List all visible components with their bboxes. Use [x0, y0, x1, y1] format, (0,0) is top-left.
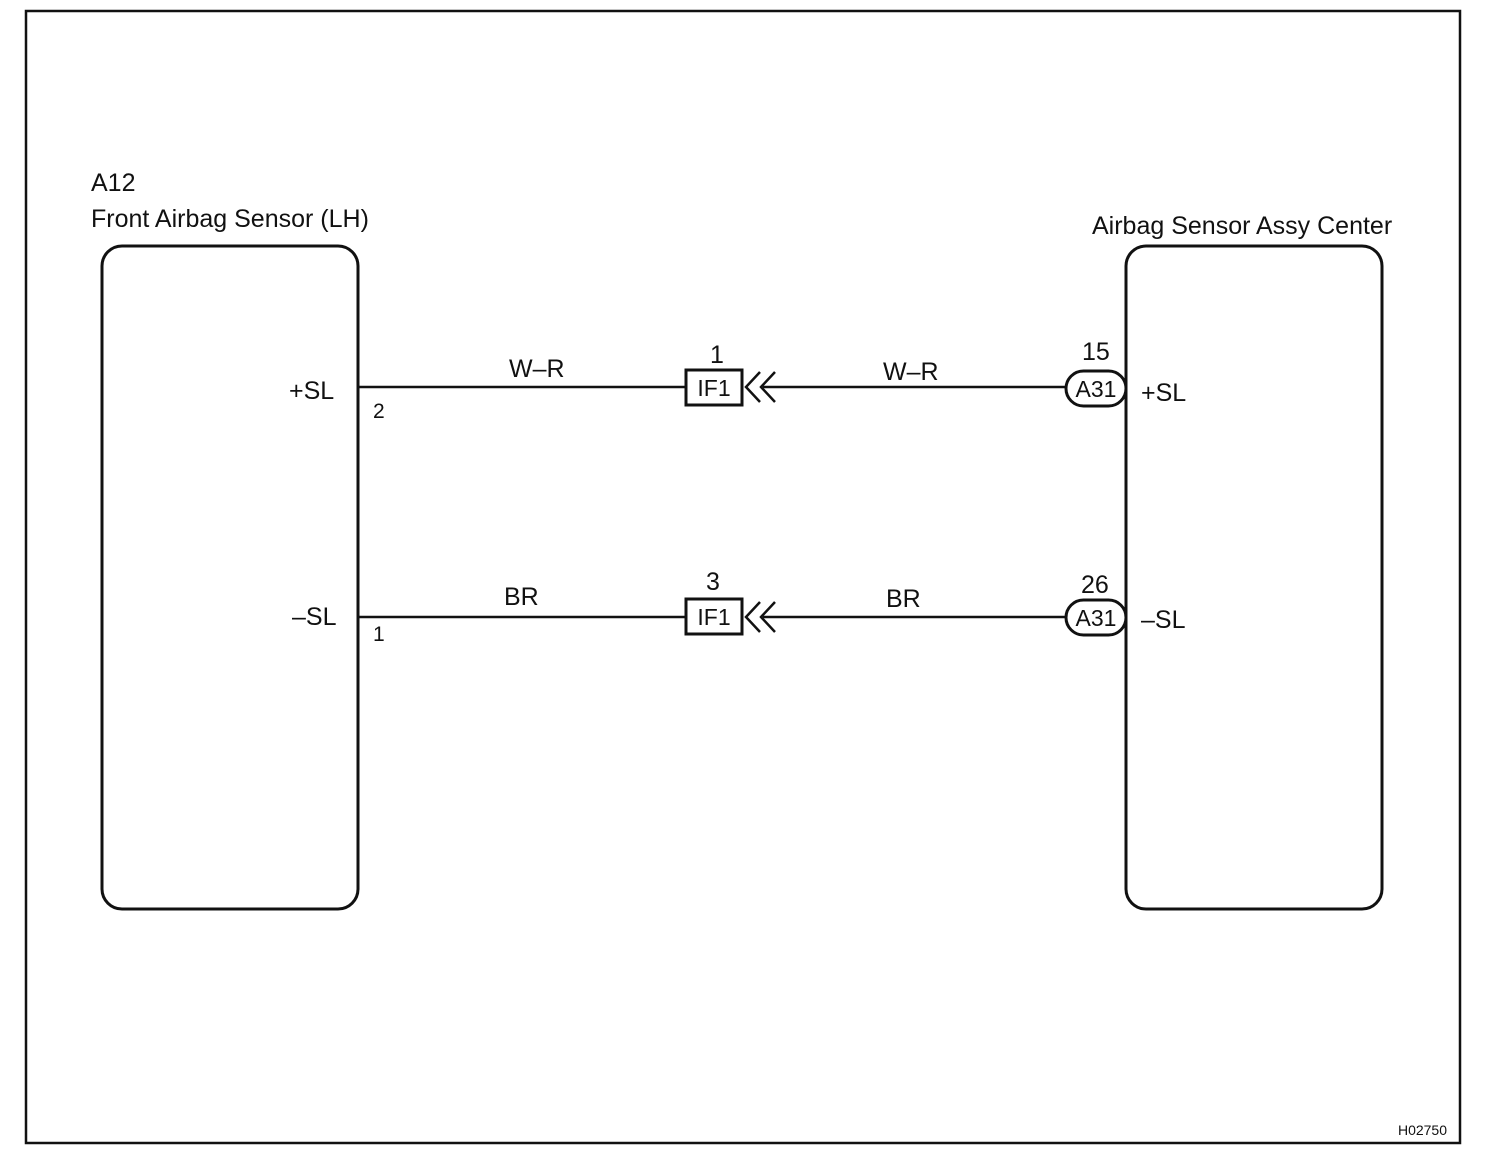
junction-connector-label: IF1 [697, 375, 730, 401]
left-terminal-label: +SL [289, 377, 334, 405]
left-wire-color: BR [504, 583, 539, 611]
left-component-code: A12 [91, 169, 135, 197]
right-wire-color: W–R [883, 358, 939, 386]
left-component-name: Front Airbag Sensor (LH) [91, 205, 369, 233]
junction-pin-number: 3 [706, 568, 720, 596]
figure-code: H02750 [1398, 1122, 1447, 1138]
circuit-negative-sl: –SL 1 BR 3 IF1 BR 26 A31 –SL [292, 568, 1186, 646]
left-component-box [100, 244, 360, 911]
diagram-frame [24, 9, 1462, 1145]
left-pin-number: 2 [373, 400, 385, 423]
right-connector-oval [1064, 369, 1128, 408]
circuit-positive-sl: +SL 2 W–R 1 IF1 W–R 15 A31 +SL [289, 338, 1186, 423]
junction-connector-box [684, 368, 744, 407]
junction-arrow-icon [744, 371, 776, 403]
junction-connector-label: IF1 [697, 604, 730, 630]
left-wire-color: W–R [509, 355, 565, 383]
right-component-box [1124, 244, 1384, 911]
right-wire-color: BR [886, 585, 921, 613]
junction-arrow-icon [744, 601, 776, 633]
right-connector-label: A31 [1076, 376, 1117, 402]
left-pin-number: 1 [373, 623, 385, 646]
right-pin-number: 26 [1081, 571, 1109, 599]
right-component-name: Airbag Sensor Assy Center [1092, 212, 1392, 240]
right-pin-number: 15 [1082, 338, 1110, 366]
right-connector-oval [1064, 598, 1128, 637]
right-connector-label: A31 [1076, 605, 1117, 631]
junction-connector-box [684, 597, 744, 636]
junction-pin-number: 1 [710, 341, 724, 369]
right-terminal-label: +SL [1141, 379, 1186, 407]
left-terminal-label: –SL [292, 603, 337, 631]
right-terminal-label: –SL [1141, 606, 1186, 634]
